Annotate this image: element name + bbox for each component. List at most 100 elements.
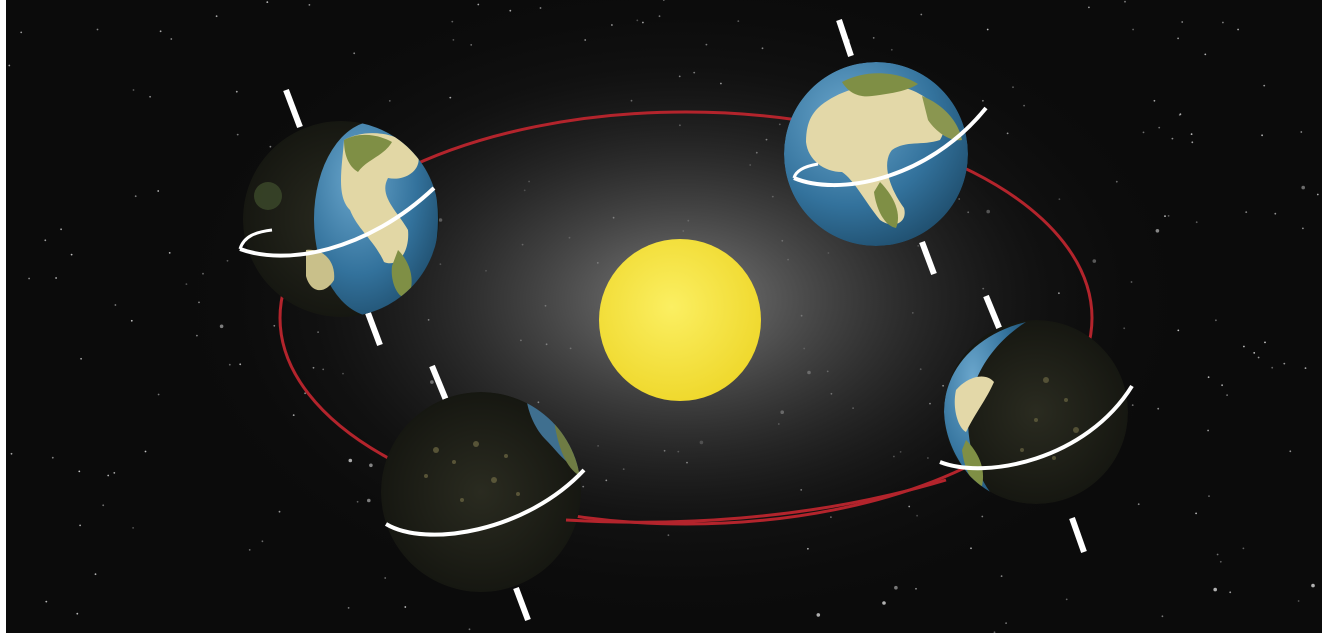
star	[80, 357, 82, 360]
star	[94, 573, 97, 576]
axis-bottom	[365, 311, 383, 347]
star	[1264, 341, 1266, 344]
earth-left	[238, 88, 439, 347]
star	[79, 524, 81, 527]
star	[1065, 598, 1068, 601]
star	[1311, 583, 1315, 588]
star	[45, 600, 48, 603]
star	[1274, 212, 1277, 215]
star	[1316, 193, 1319, 196]
star	[1243, 345, 1245, 348]
star	[149, 95, 152, 98]
star	[1190, 133, 1193, 136]
star	[20, 31, 23, 34]
star	[1137, 503, 1140, 506]
star	[78, 470, 81, 473]
axis-top	[836, 19, 854, 57]
star	[1229, 591, 1232, 594]
axis-bottom	[919, 240, 937, 276]
star	[347, 607, 350, 609]
star	[1304, 367, 1307, 369]
star	[170, 38, 173, 40]
star	[1261, 134, 1263, 137]
star	[1153, 99, 1156, 102]
earth-right	[939, 294, 1134, 553]
star	[132, 527, 134, 529]
axis-top	[983, 294, 1003, 332]
star	[1171, 137, 1174, 140]
star	[986, 28, 989, 31]
orbit-ellipse	[278, 110, 1094, 526]
star	[1253, 352, 1256, 354]
star	[1263, 84, 1266, 87]
star	[1301, 185, 1305, 190]
earth-bottom	[381, 364, 586, 622]
star	[404, 606, 407, 608]
star	[157, 393, 160, 396]
star	[1283, 362, 1286, 365]
star	[1204, 53, 1207, 56]
star	[215, 15, 218, 18]
star	[1245, 211, 1248, 214]
star	[96, 28, 99, 31]
star	[1000, 575, 1003, 577]
equator-bottom	[384, 468, 586, 537]
star	[1237, 28, 1239, 31]
star	[132, 89, 135, 91]
star	[51, 456, 54, 459]
star	[8, 64, 11, 67]
star	[1208, 495, 1210, 497]
star	[1142, 131, 1145, 134]
axis-bottom	[1069, 517, 1087, 553]
star	[278, 510, 281, 513]
star	[1161, 615, 1164, 618]
star	[1124, 0, 1126, 3]
star	[1302, 227, 1304, 230]
star	[1158, 126, 1161, 129]
star	[76, 612, 79, 615]
star	[1242, 547, 1245, 550]
star	[1132, 28, 1134, 31]
axis-top	[283, 88, 303, 129]
star	[1177, 37, 1179, 40]
axis-top	[429, 364, 449, 402]
star	[1207, 429, 1209, 432]
axis-bottom	[513, 586, 531, 622]
star	[1216, 553, 1219, 556]
star	[28, 277, 30, 280]
star	[248, 549, 251, 551]
star	[266, 1, 269, 3]
equator-left	[239, 186, 436, 258]
sun	[599, 239, 761, 401]
star	[1271, 366, 1274, 369]
star	[1257, 356, 1260, 359]
equator-right	[939, 384, 1134, 471]
earth-top-right	[784, 19, 988, 276]
orbit-front-arc	[565, 478, 947, 524]
star	[468, 628, 471, 631]
star	[1195, 512, 1197, 515]
star	[1213, 587, 1217, 592]
star	[1219, 560, 1222, 563]
star	[1289, 450, 1292, 453]
star	[1215, 319, 1217, 322]
star	[55, 277, 57, 279]
star	[70, 253, 73, 256]
star	[134, 195, 137, 198]
star	[1195, 221, 1198, 224]
star	[1222, 21, 1224, 24]
star	[1297, 600, 1300, 602]
star	[114, 304, 117, 306]
equator-top-right	[793, 106, 988, 188]
star	[308, 4, 311, 6]
star	[1300, 131, 1303, 133]
star	[113, 472, 116, 474]
star	[60, 228, 62, 231]
star	[384, 577, 387, 579]
star	[1181, 21, 1184, 23]
star	[159, 30, 162, 33]
star	[1226, 394, 1228, 396]
star	[157, 190, 160, 192]
star	[1191, 141, 1194, 144]
star	[102, 504, 105, 507]
